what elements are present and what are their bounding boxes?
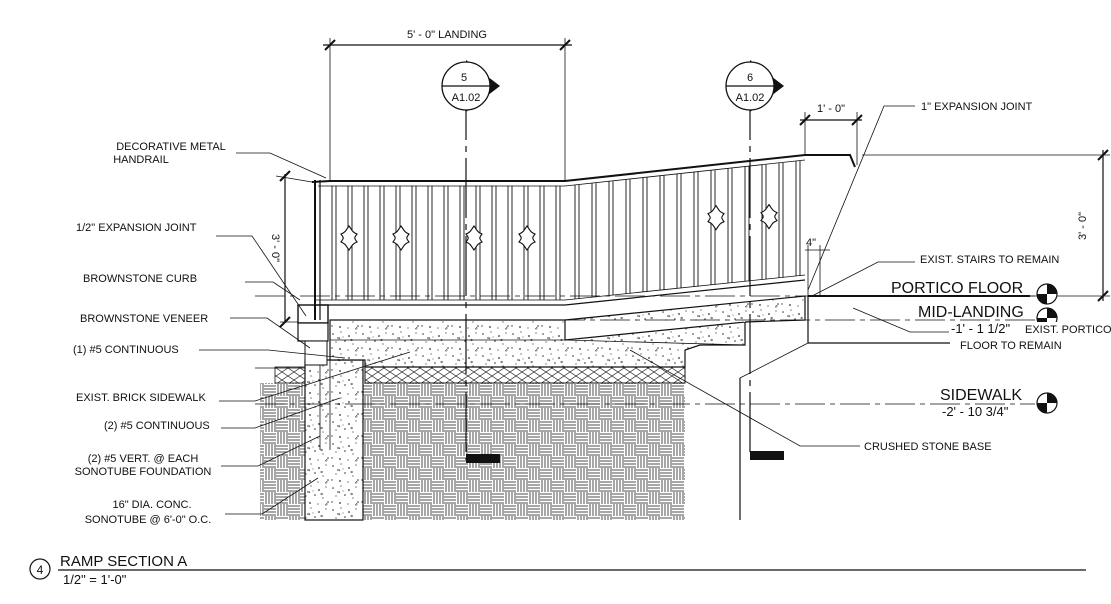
dimension-landing: 5' - 0" LANDING	[323, 29, 572, 180]
decorative-handrail	[311, 154, 856, 320]
dimension-four-inch: 4"	[805, 237, 830, 296]
concrete-ramp-slab	[329, 295, 806, 368]
mid-landing-value: -1' - 1 1/2"	[951, 321, 1011, 336]
note-sonotube-line1: 16" DIA. CONC.	[112, 499, 191, 511]
note-one-number-five-continuous: (1) #5 CONTINUOUS	[73, 344, 179, 356]
drawing-scale: 1/2" = 1'-0"	[63, 572, 127, 587]
note-existing-stairs: EXIST. STAIRS TO REMAIN	[920, 254, 1059, 266]
marker-6-sheet: A1.02	[736, 92, 765, 104]
section-marker-5: 5 A1.02	[441, 60, 500, 463]
sidewalk-value: -2' - 10 3/4"	[942, 404, 1009, 419]
sidewalk-label: SIDEWALK	[940, 387, 1022, 404]
note-vert-line1: (2) #5 VERT. @ EACH	[88, 453, 199, 465]
left-notes: DECORATIVE METAL HANDRAIL 1/2" EXPANSION…	[73, 141, 411, 526]
crushed-stone-base	[364, 366, 686, 384]
marker-5-sheet: A1.02	[452, 92, 481, 104]
sonotube-foundation	[304, 359, 364, 521]
rail-right-dimension-label: 3' - 0"	[1077, 212, 1089, 240]
marker-5-number: 5	[461, 72, 467, 84]
note-crushed-stone-base: CRUSHED STONE BASE	[864, 441, 992, 453]
mid-landing-label: MID-LANDING	[918, 304, 1024, 321]
dimension-rail-left: 3' - 0"	[269, 170, 313, 328]
note-handrail-line2: HANDRAIL	[113, 154, 169, 166]
marker-6-number: 6	[747, 72, 753, 84]
dimension-rail-right: 3' - 0"	[862, 149, 1110, 302]
drawing-number-circle	[29, 558, 51, 580]
note-sonotube-line2: SONOTUBE @ 6'-0" O.C.	[85, 514, 212, 526]
rail-left-dimension-label: 3' - 0"	[269, 234, 281, 262]
drawing-number: 4	[37, 563, 44, 577]
landing-dimension-label: 5' - 0" LANDING	[407, 29, 487, 41]
note-one-inch-expansion-joint: 1" EXPANSION JOINT	[921, 101, 1033, 113]
dimension-one-foot: 1' - 0"	[799, 103, 863, 165]
portico-floor-label: PORTICO FLOOR	[891, 280, 1023, 297]
drawing-title: RAMP SECTION A	[60, 553, 187, 570]
one-foot-dimension-label: 1' - 0"	[817, 103, 845, 115]
note-portico-line2: FLOOR TO REMAIN	[960, 340, 1062, 352]
note-portico-line1: EXIST. PORTICO	[1025, 324, 1111, 336]
section-marker-6: 6 A1.02	[725, 60, 784, 460]
drawing-title-block: 4 RAMP SECTION A 1/2" = 1'-0"	[29, 553, 1086, 587]
right-notes: 1" EXPANSION JOINT EXIST. STAIRS TO REMA…	[629, 101, 1111, 453]
note-existing-brick-sidewalk: EXIST. BRICK SIDEWALK	[76, 392, 206, 404]
four-inch-dimension-label: 4"	[806, 237, 816, 249]
level-portico-floor: PORTICO FLOOR	[255, 280, 1058, 305]
note-brownstone-curb: BROWNSTONE CURB	[83, 273, 197, 285]
note-brownstone-veneer: BROWNSTONE VENEER	[80, 313, 208, 325]
note-vert-line2: SONOTUBE FOUNDATION	[75, 466, 212, 478]
note-half-inch-expansion-joint: 1/2" EXPANSION JOINT	[76, 222, 197, 234]
level-sidewalk: SIDEWALK -2' - 10 3/4"	[255, 387, 1058, 419]
note-handrail-line1: DECORATIVE METAL	[116, 141, 226, 153]
note-two-number-five-continuous: (2) #5 CONTINUOUS	[104, 420, 210, 432]
